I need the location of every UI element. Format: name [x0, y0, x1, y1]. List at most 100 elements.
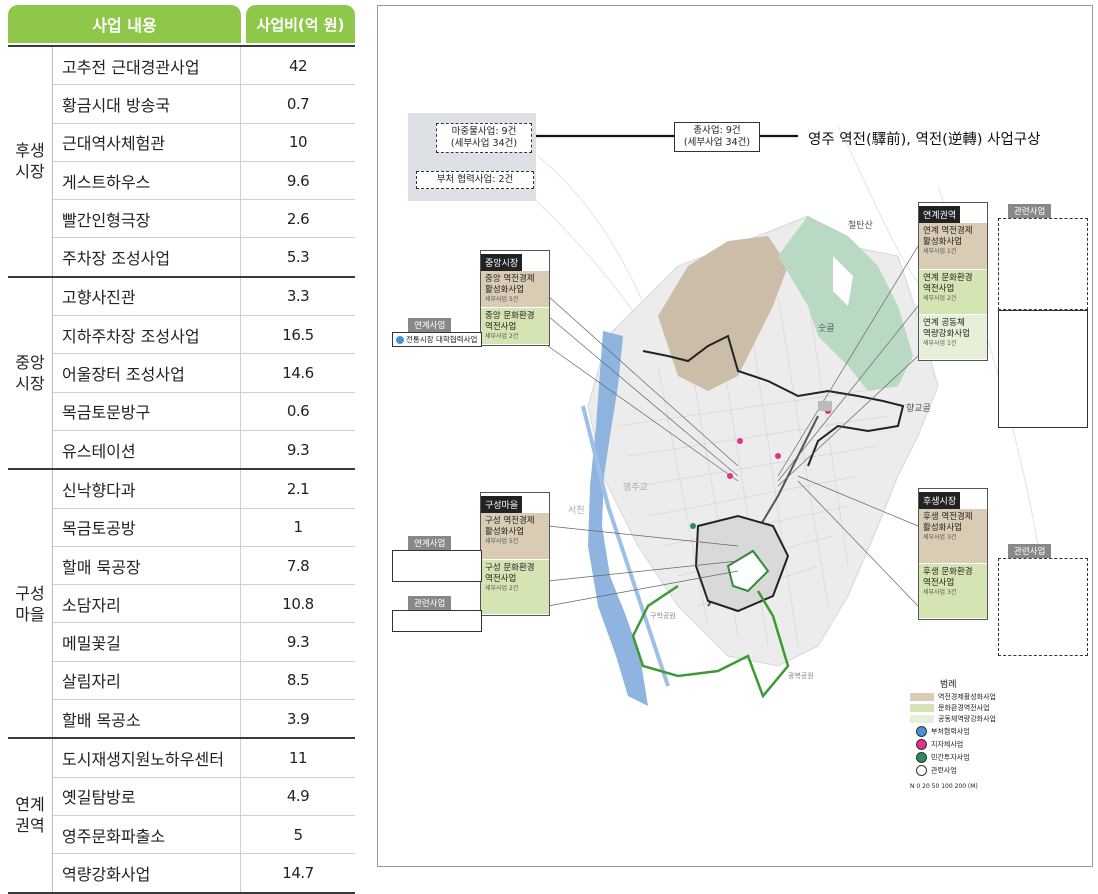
group-name: 구성 마을	[8, 470, 53, 738]
legend-row: 문화환경역전사업	[910, 704, 1030, 713]
project-cost: 7.8	[286, 556, 310, 575]
legend-swatch	[910, 693, 934, 701]
project-cost: 5	[293, 825, 303, 844]
right-related-1b-box	[998, 310, 1088, 428]
legend-icon-label: 부처협력사업	[931, 727, 970, 736]
left-related-2-box	[392, 550, 482, 582]
summary-partner: 부처 협력사업: 2건	[416, 171, 534, 189]
link-cell-1-title: 연계 역전경제 활성화사업	[923, 226, 973, 247]
legend-icon-row: 관련사업	[910, 765, 1030, 776]
table-row: 지하주차장 조성사업 16.5	[52, 316, 355, 355]
right-related-1-box	[998, 218, 1088, 310]
project-cost: 5.3	[286, 248, 310, 267]
project-name: 유스테이션	[52, 430, 241, 469]
summary-main: 마중물사업: 9건 (세부사업 34건)	[436, 123, 532, 153]
legend-label: 공동체역량강화사업	[938, 715, 996, 723]
project-cost: 8.5	[286, 671, 310, 690]
legend-swatch	[910, 704, 934, 712]
project-cost: 11	[288, 748, 308, 767]
right-related-2-box	[998, 558, 1088, 656]
panel-link-title: 연계권역	[919, 206, 961, 223]
husang-cell-2-title: 후생 문화환경 역전사업	[923, 567, 973, 588]
group-name: 중앙 시장	[8, 277, 53, 469]
zone-economy-north	[658, 236, 788, 391]
table-row: 살림자리 8.5	[52, 661, 355, 701]
central-cell-1-sub: 세부사업 5건	[485, 296, 519, 303]
legend-icon-row: 지자체사업	[910, 739, 1030, 750]
central-cell-1-title: 중앙 역전경제 활성화사업	[485, 274, 535, 295]
header-cost: 사업비(억 원)	[246, 5, 355, 43]
legend-marker-icon	[916, 752, 927, 763]
legend-swatch	[910, 715, 934, 723]
map-drawing	[497, 125, 1039, 706]
place-gwangbok-park: 광복공원	[788, 672, 814, 680]
panel-gusung-title: 구성마을	[481, 496, 523, 513]
legend-label: 역전경제활성화사업	[938, 693, 996, 701]
project-cost: 9.3	[286, 440, 310, 459]
place-cheoltansan: 철탄산	[848, 221, 873, 231]
gusung-cell-1-title: 구성 역전경제 활성화사업	[485, 516, 535, 537]
legend-row: 역전경제활성화사업	[910, 693, 1030, 702]
right-related-1-title: 관련사업	[1008, 204, 1052, 218]
legend-marker-icon	[916, 739, 927, 750]
link-cell-3-title: 연계 공동체 역량강화사업	[923, 318, 970, 339]
project-cost: 42	[288, 56, 308, 75]
legend-icon-label: 민간투자사업	[931, 753, 970, 762]
legend-marker-icon	[916, 765, 927, 776]
project-name: 도시재생지원노하우센터	[52, 739, 241, 777]
project-cost: 16.5	[282, 325, 314, 344]
project-name: 목금토공방	[52, 508, 241, 546]
project-map: 철탄산 숫골 향교골 영주교 구학공원 광복공원 서천 마중물사업: 9건 (세…	[377, 5, 1093, 867]
place-hyanggyogol: 향교골	[906, 404, 931, 414]
project-cost: 3.3	[286, 287, 310, 306]
legend-icon-label: 지자체사업	[931, 740, 964, 749]
project-cost: 4.9	[286, 787, 310, 806]
coop-icon	[396, 336, 404, 344]
place-sutgol: 숫골	[818, 324, 835, 334]
place-guhak-park: 구학공원	[650, 612, 676, 620]
project-cost: 9.3	[286, 633, 310, 652]
legend-marker-icon	[916, 726, 927, 737]
project-cost: 14.6	[282, 364, 314, 383]
project-cost: 0.7	[286, 94, 310, 113]
project-cost: 2.6	[286, 209, 310, 228]
left-related-1-box: 전통시장 대학협력사업	[392, 332, 482, 347]
project-name: 지하주차장 조성사업	[52, 316, 241, 354]
table-row: 도시재생지원노하우센터 11	[52, 739, 355, 778]
project-name: 살림자리	[52, 661, 241, 700]
project-cost: 3.9	[286, 709, 310, 728]
panel-central-title: 중앙시장	[481, 254, 523, 271]
scale-label: 0 20 50 100 200 (M)	[916, 783, 978, 790]
project-cost: 9.6	[286, 171, 310, 190]
legend-icon-label: 관련사업	[931, 766, 957, 775]
link-cell-3-sub: 세부사업 1건	[923, 340, 957, 347]
summary-block: 마중물사업: 9건 (세부사업 34건) 부처 협력사업: 2건	[408, 113, 536, 201]
header-content: 사업 내용	[8, 5, 241, 43]
